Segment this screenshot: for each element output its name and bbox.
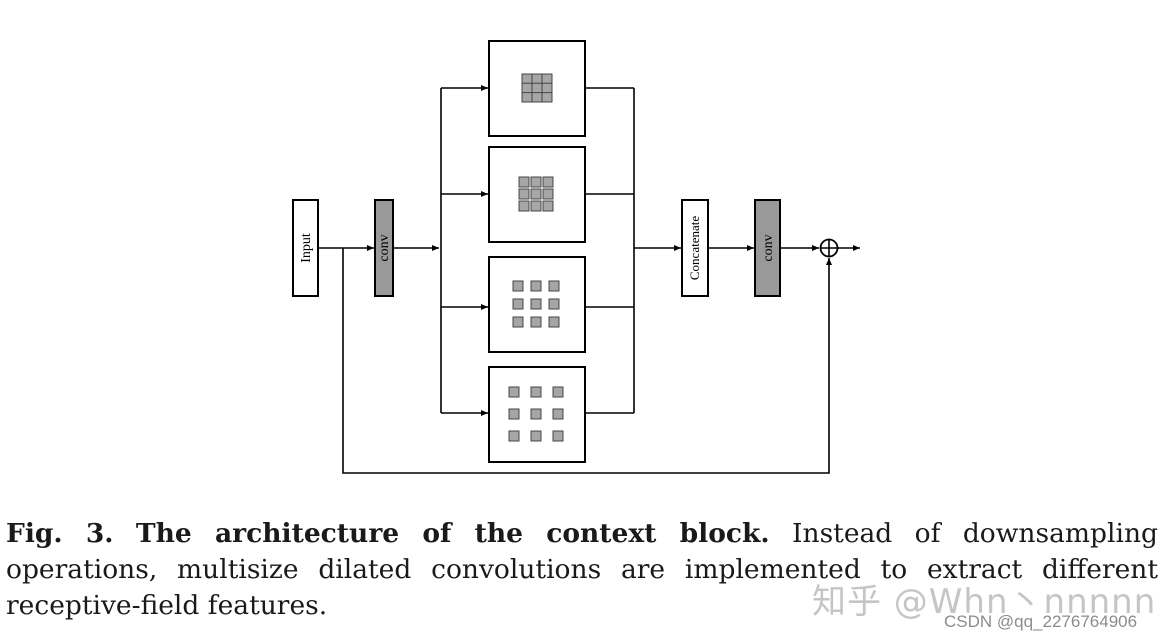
kernel-cell [552, 408, 564, 420]
kernel-cell [530, 280, 542, 292]
sum-icon [819, 238, 839, 258]
kernel-cell [548, 280, 560, 292]
connections [318, 85, 860, 474]
kernel-cell [518, 200, 530, 212]
context-block-diagram: Input conv Concatenate conv [292, 40, 860, 474]
conv-block-1: conv [374, 199, 394, 297]
kernel-cell [530, 188, 542, 200]
kernel-cell [530, 316, 542, 328]
kernel-3x3-dilation-1 [521, 73, 553, 103]
conv-1-label: conv [377, 234, 392, 261]
concatenate-block: Concatenate [681, 199, 709, 297]
kernel-cell [512, 280, 524, 292]
kernel-cell [512, 316, 524, 328]
kernel-cell [548, 316, 560, 328]
kernel-cell [512, 298, 524, 310]
kernel-cell [508, 430, 520, 442]
kernel-cell [530, 200, 542, 212]
input-block: Input [292, 199, 319, 297]
dilated-conv-branches [488, 40, 586, 463]
kernel-cell [542, 200, 554, 212]
watermark-source: CSDN @qq_2276764906 [944, 612, 1138, 631]
conv-2-label: conv [761, 234, 776, 261]
kernel-cell [548, 298, 560, 310]
kernel-cell [530, 386, 542, 398]
watermark: 知乎 @Whn丶nnnnn [812, 582, 1157, 622]
residual-skip-connection [342, 248, 832, 474]
kernel-cell [508, 386, 520, 398]
conv-block-2: conv [754, 199, 781, 297]
kernel-cell [542, 188, 554, 200]
kernel-3x3-dilation-3 [512, 280, 560, 328]
kernel-cell [552, 430, 564, 442]
concatenate-label: Concatenate [687, 216, 702, 280]
caption-text: Instead of downsampling operations, mult… [6, 518, 1158, 621]
kernel-cell [530, 430, 542, 442]
kernel-cell [552, 386, 564, 398]
kernel-cell [518, 188, 530, 200]
kernel-cell [530, 298, 542, 310]
kernel-cell [518, 176, 530, 188]
kernel-3x3-dilation-2 [518, 176, 554, 212]
input-label: Input [299, 233, 314, 263]
caption-label: Fig. 3. [6, 518, 114, 549]
kernel-cell [530, 176, 542, 188]
figure-caption: Fig. 3. The architecture of the context … [6, 516, 1158, 624]
kernel-3x3-dilation-4 [508, 386, 564, 442]
kernel-cell [508, 408, 520, 420]
kernel-cell [542, 176, 554, 188]
kernel-cell [530, 408, 542, 420]
caption-title: The architecture of the context block. [135, 518, 770, 549]
